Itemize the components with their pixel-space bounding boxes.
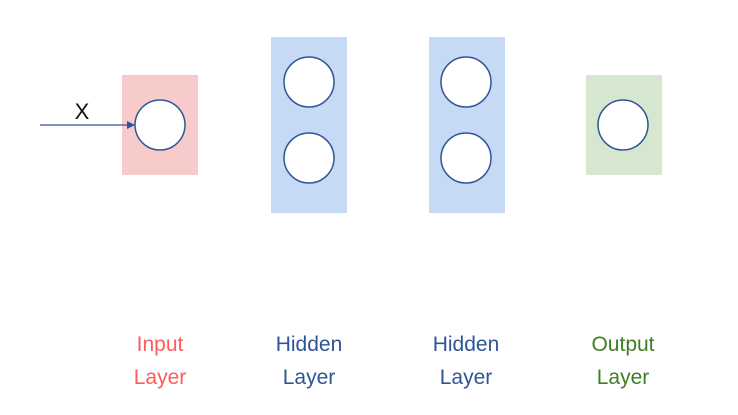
input-node — [134, 99, 186, 151]
hidden-layer-2-node-1 — [440, 56, 492, 108]
input-layer-label: Input Layer — [100, 328, 220, 394]
hidden-layer-1-node-1 — [283, 56, 335, 108]
hidden-layer-2-label-line2: Layer — [439, 366, 493, 389]
hidden-layer-2-label-line1: Hidden — [432, 333, 500, 356]
hidden-layer-2-node-2 — [440, 132, 492, 184]
input-symbol: X — [75, 99, 90, 124]
hidden-layer-1-label-line2: Layer — [282, 366, 336, 389]
hidden-layer-1-label-line1: Hidden — [275, 333, 343, 356]
hidden-layer-1-node-2 — [283, 132, 335, 184]
output-layer-label: Output Layer — [563, 328, 683, 394]
output-layer-label-line1: Output — [591, 333, 655, 356]
input-layer-label-line1: Input — [136, 333, 184, 356]
output-layer-label-line2: Layer — [596, 366, 650, 389]
input-layer-label-line2: Layer — [133, 366, 187, 389]
output-node — [597, 99, 649, 151]
hidden-layer-1-label: Hidden Layer — [249, 328, 369, 394]
hidden-layer-2-label: Hidden Layer — [406, 328, 526, 394]
